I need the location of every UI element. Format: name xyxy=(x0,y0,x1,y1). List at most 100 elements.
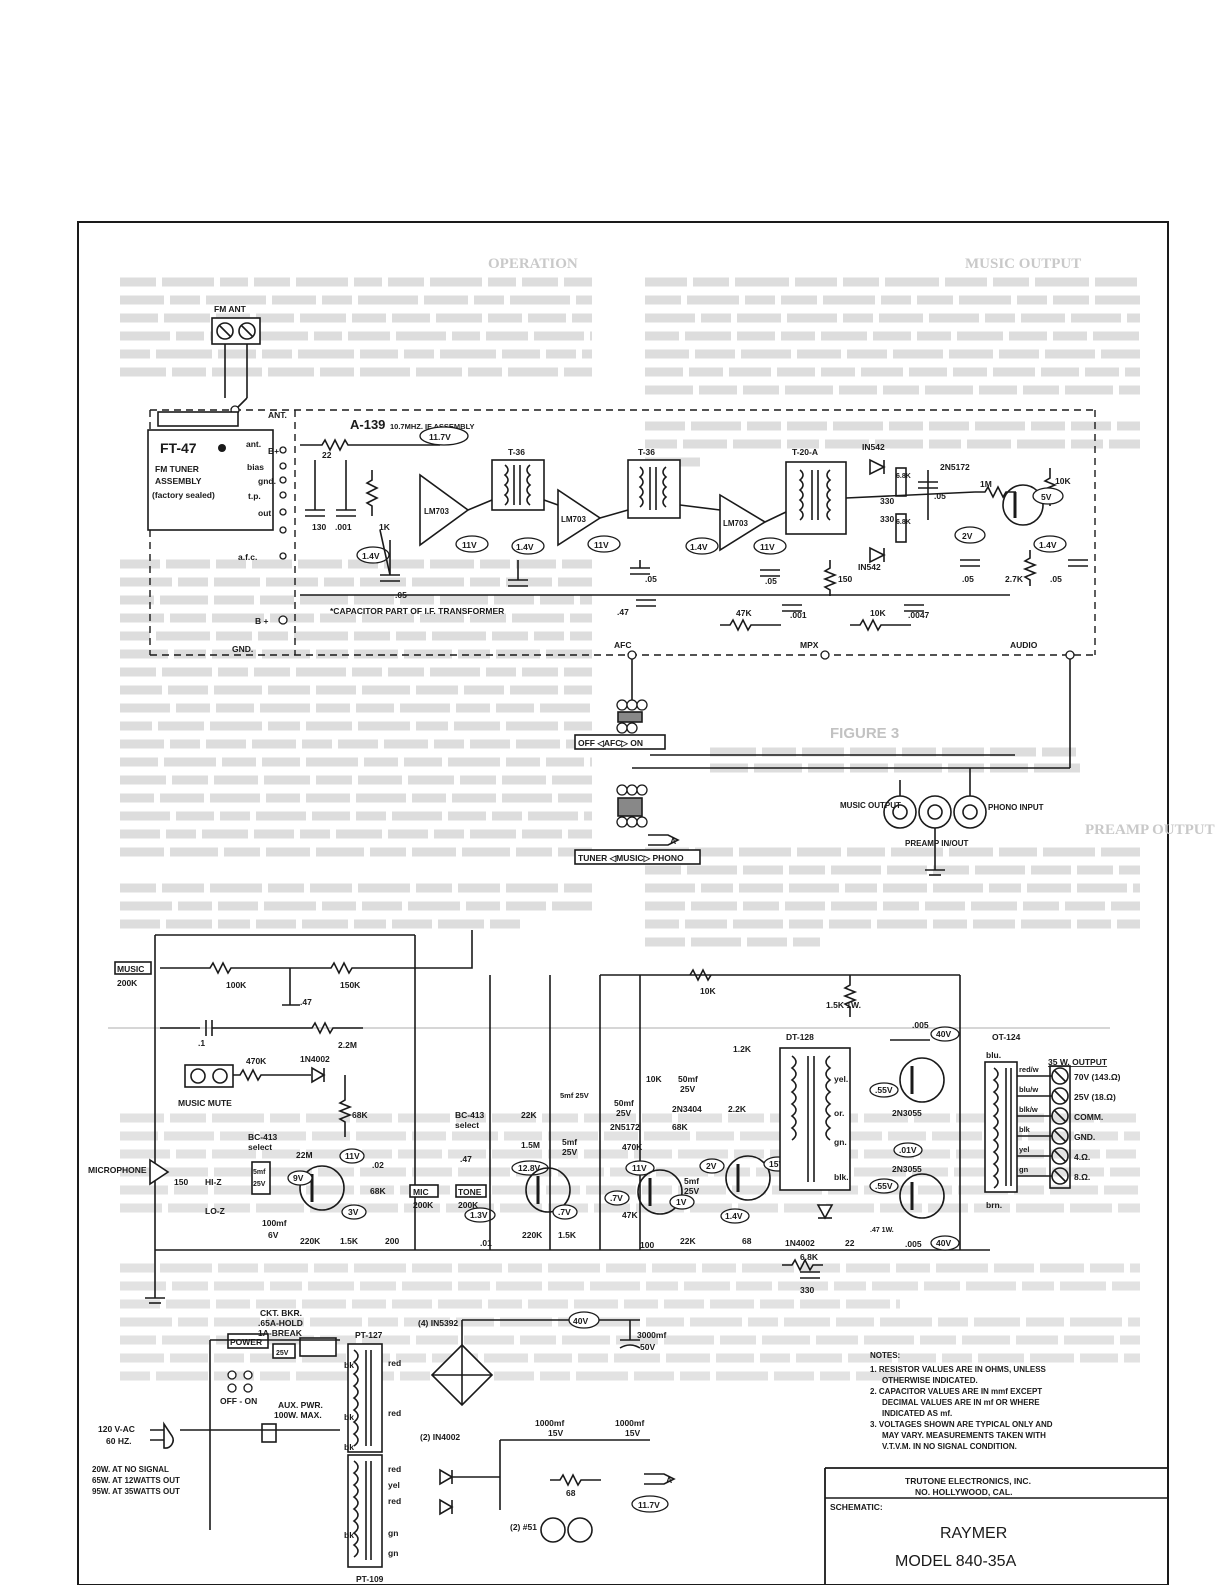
note-line: 1. RESISTOR VALUES ARE IN OHMS, UNLESS xyxy=(870,1365,1047,1374)
mic-preamp-transistor xyxy=(299,1165,345,1211)
driver-transistor-1 xyxy=(637,1169,683,1215)
output-screw-terminal[interactable] xyxy=(1051,1107,1069,1125)
svg-text:100: 100 xyxy=(640,1240,654,1250)
svg-text:1M: 1M xyxy=(980,479,992,489)
svg-text:.005: .005 xyxy=(905,1239,922,1249)
music-volume-pot[interactable] xyxy=(114,961,152,975)
note-line: V.T.V.M. IN NO SIGNAL CONDITION. xyxy=(882,1442,1017,1451)
svg-text:12.8V: 12.8V xyxy=(518,1163,541,1173)
svg-text:.02: .02 xyxy=(372,1160,384,1170)
aux-power-outlet[interactable] xyxy=(261,1423,277,1443)
svg-text:.05: .05 xyxy=(645,574,657,584)
note-line: INDICATED AS mf. xyxy=(882,1409,952,1418)
svg-text:1.4V: 1.4V xyxy=(362,551,380,561)
output-screw-terminal[interactable] xyxy=(1051,1127,1069,1145)
svg-text:MIC: MIC xyxy=(413,1187,429,1197)
output-transistor-1 xyxy=(899,1057,945,1103)
svg-text:.05: .05 xyxy=(934,491,946,501)
output-screw-terminal[interactable] xyxy=(1051,1087,1069,1105)
output-screw-terminal[interactable] xyxy=(1051,1067,1069,1085)
tuner-title: FT-47 xyxy=(160,440,197,456)
output-transformer-ot124 xyxy=(984,1061,1018,1193)
mpx-label: MPX xyxy=(800,640,819,650)
svg-text:25V: 25V xyxy=(680,1084,695,1094)
svg-text:220K: 220K xyxy=(300,1236,321,1246)
svg-text:5mf: 5mf xyxy=(253,1169,266,1176)
preamp-jack[interactable] xyxy=(918,795,952,829)
svg-text:2V: 2V xyxy=(962,531,973,541)
output-screw-terminal[interactable] xyxy=(1051,1167,1069,1185)
notes-title: NOTES: xyxy=(870,1351,900,1360)
svg-text:.05: .05 xyxy=(1050,574,1062,584)
svg-text:5mf: 5mf xyxy=(562,1137,577,1147)
tone-amp-transistor xyxy=(525,1167,571,1213)
svg-text:1.5K 1W.: 1.5K 1W. xyxy=(826,1000,861,1010)
note-line: 2. CAPACITOR VALUES ARE IN mmf EXCEPT xyxy=(870,1387,1042,1396)
microphone-jack[interactable] xyxy=(149,1158,170,1186)
svg-text:CKT. BKR.: CKT. BKR. xyxy=(260,1308,302,1318)
svg-text:68K: 68K xyxy=(352,1110,368,1120)
svg-text:60 HZ.: 60 HZ. xyxy=(106,1436,132,1446)
svg-text:1.2K: 1.2K xyxy=(733,1044,752,1054)
fm-if-section: FM ANT ANT. FT-47 FM TUNER ASSEMBLY (fac… xyxy=(147,304,1096,876)
svg-text:200K: 200K xyxy=(117,978,138,988)
svg-text:6V: 6V xyxy=(268,1230,279,1240)
svg-text:1A-BREAK: 1A-BREAK xyxy=(258,1328,303,1338)
svg-text:.65A-HOLD: .65A-HOLD xyxy=(258,1318,303,1328)
afc-switch[interactable] xyxy=(574,734,666,750)
svg-text:470K: 470K xyxy=(246,1056,267,1066)
output-tap-label: 25V (18.Ω) xyxy=(1074,1092,1116,1102)
ghost-preamp-output-heading: PREAMP OUTPUT xyxy=(1085,822,1215,838)
svg-text:5mf 25V: 5mf 25V xyxy=(560,1091,589,1100)
svg-text:LM703: LM703 xyxy=(723,519,748,528)
svg-text:1.5K: 1.5K xyxy=(558,1230,577,1240)
if-transformer-t36-2 xyxy=(627,459,681,519)
svg-text:t.p.: t.p. xyxy=(248,491,261,501)
svg-text:TUNER ◁MUSIC▷ PHONO: TUNER ◁MUSIC▷ PHONO xyxy=(578,853,684,863)
svg-text:2N3055: 2N3055 xyxy=(892,1108,922,1118)
svg-text:red: red xyxy=(388,1358,401,1368)
svg-text:select: select xyxy=(248,1142,272,1152)
product-name: RAYMER xyxy=(940,1525,1007,1542)
svg-text:red: red xyxy=(388,1408,401,1418)
svg-text:BC-413: BC-413 xyxy=(455,1110,485,1120)
tuner-music-phono-switch[interactable] xyxy=(574,849,701,865)
music-mute-terminal[interactable] xyxy=(184,1064,234,1088)
audio-label: AUDIO xyxy=(1010,640,1038,650)
svg-text:gnd.: gnd. xyxy=(258,476,276,486)
svg-text:22K: 22K xyxy=(680,1236,696,1246)
svg-text:2.2M: 2.2M xyxy=(338,1040,357,1050)
svg-text:47K: 47K xyxy=(622,1210,638,1220)
note-line: DECIMAL VALUES ARE IN mf OR WHERE xyxy=(882,1398,1040,1407)
driver-transistor-2 xyxy=(725,1155,771,1201)
fm-ant-terminal[interactable] xyxy=(211,317,261,345)
notes-block: NOTES: 1. RESISTOR VALUES ARE IN OHMS, U… xyxy=(870,1351,1053,1451)
svg-text:.05: .05 xyxy=(765,576,777,586)
svg-text:.01V: .01V xyxy=(899,1145,917,1155)
svg-text:red: red xyxy=(388,1496,401,1506)
svg-text:1N4002: 1N4002 xyxy=(785,1238,815,1248)
show-through-text: OPERATION MUSIC OUTPUT PREAMP OUTPUT FIG… xyxy=(108,256,1215,1381)
svg-text:.47: .47 xyxy=(300,997,312,1007)
mic-volume-pot[interactable] xyxy=(409,1184,439,1198)
svg-text:(2) IN4002: (2) IN4002 xyxy=(420,1432,460,1442)
svg-text:15V: 15V xyxy=(625,1428,640,1438)
svg-text:LO-Z: LO-Z xyxy=(205,1206,225,1216)
circuit-breaker[interactable] xyxy=(272,1343,296,1359)
output-screw-terminal[interactable] xyxy=(1051,1147,1069,1165)
svg-text:68: 68 xyxy=(742,1236,752,1246)
svg-text:.7V: .7V xyxy=(558,1207,571,1217)
svg-text:gn: gn xyxy=(388,1528,398,1538)
svg-text:IN542: IN542 xyxy=(862,442,885,452)
output-tap-label: 70V (143.Ω) xyxy=(1074,1072,1121,1082)
tone-pot[interactable] xyxy=(455,1184,487,1198)
svg-text:330: 330 xyxy=(800,1285,814,1295)
power-switch[interactable] xyxy=(227,1333,269,1349)
phono-input-jack[interactable] xyxy=(953,795,987,829)
svg-text:10K: 10K xyxy=(870,608,886,618)
consumption-line: 95W. AT 35WATTS OUT xyxy=(92,1487,180,1496)
svg-text:50mf: 50mf xyxy=(614,1098,634,1108)
svg-text:150: 150 xyxy=(838,574,852,584)
